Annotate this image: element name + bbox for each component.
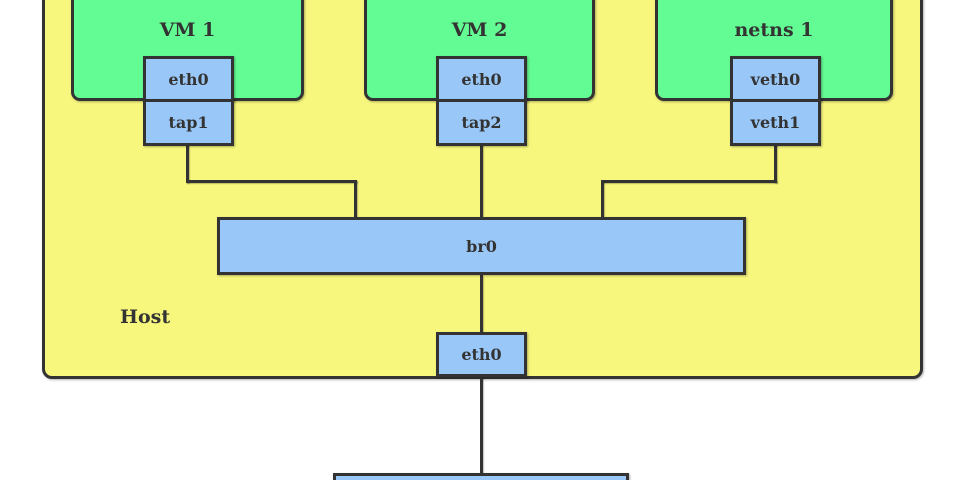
vm2-tap2-label: tap2 <box>461 113 502 132</box>
wire-tap2-to-bridge <box>480 144 483 219</box>
vm1-label: VM 1 <box>159 19 216 41</box>
vm1-eth0-port: eth0 <box>143 56 234 102</box>
netns1-box: netns 1 <box>655 0 893 101</box>
vm2-eth0-label: eth0 <box>461 69 502 89</box>
host-eth0-label: eth0 <box>461 345 502 364</box>
vm2-label: VM 2 <box>451 19 508 41</box>
bridge-br0-box: br0 <box>217 217 746 275</box>
netns1-veth0-label: veth0 <box>750 69 801 89</box>
vm1-eth0-label: eth0 <box>168 69 209 89</box>
wire-tap1-to-bridge <box>354 180 357 219</box>
host-label: Host <box>120 306 171 328</box>
wire-tap1-drop <box>186 144 189 183</box>
vm2-eth0-port: eth0 <box>436 56 527 102</box>
host-eth0-port: eth0 <box>436 332 527 377</box>
netns1-label: netns 1 <box>734 19 814 41</box>
wire-tap1-horizontal <box>186 180 357 183</box>
vm1-tap1-port: tap1 <box>143 99 234 146</box>
vm1-tap1-label: tap1 <box>168 113 209 132</box>
wire-veth1-to-bridge <box>601 180 604 219</box>
wire-eth0-to-switch <box>480 377 483 474</box>
netns1-veth0-port: veth0 <box>730 56 821 102</box>
netns1-veth1-port: veth1 <box>730 99 821 146</box>
wire-veth1-drop <box>774 144 777 183</box>
vm2-tap2-port: tap2 <box>436 99 527 146</box>
netns1-veth1-label: veth1 <box>750 113 801 132</box>
bridge-br0-label: br0 <box>466 236 497 256</box>
external-switch-box <box>333 473 629 480</box>
wire-bridge-to-eth0 <box>480 275 483 335</box>
wire-veth1-horizontal <box>601 180 777 183</box>
